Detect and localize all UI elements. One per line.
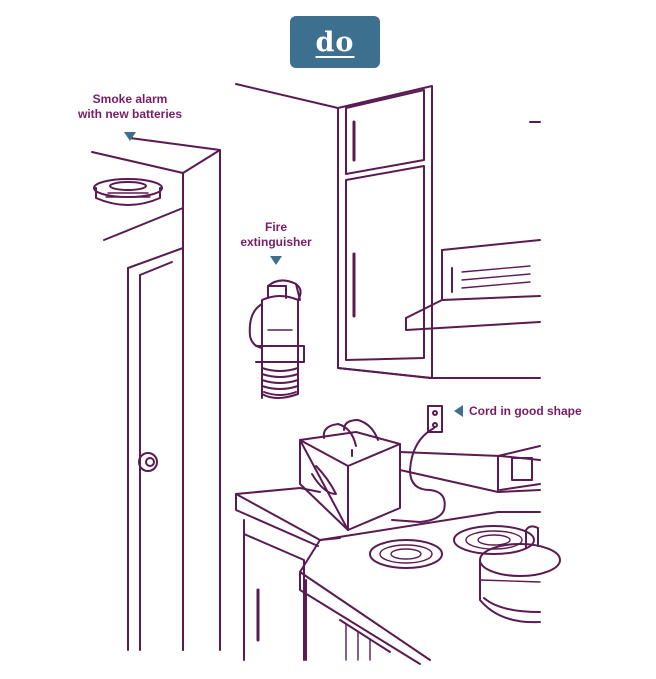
room-lines <box>235 83 541 123</box>
smoke-alarm-arrow-icon <box>124 132 136 141</box>
cord-arrow-icon <box>454 405 463 417</box>
fire-extinguisher-icon <box>248 279 305 399</box>
fire-extinguisher-arrow-icon <box>270 256 282 265</box>
fire-extinguisher-label-line1: Fire <box>264 220 287 234</box>
do-badge-text: do <box>315 26 355 58</box>
lower-cabinet <box>243 519 305 661</box>
cord-label: Cord in good shape <box>469 404 582 418</box>
fire-extinguisher-label: Fire extinguisher <box>228 220 324 250</box>
door-knob <box>138 452 158 472</box>
pot-icon <box>479 525 561 624</box>
smoke-alarm-label: Smoke alarm with new batteries <box>60 92 200 122</box>
toaster-icon <box>299 419 401 531</box>
countertop <box>235 451 541 547</box>
door-wall <box>91 137 221 651</box>
smoke-alarm-label-line1: Smoke alarm <box>92 92 168 106</box>
do-badge: do <box>290 16 380 68</box>
range-hood <box>405 239 541 331</box>
smoke-alarm-label-line2: with new batteries <box>77 107 183 121</box>
stove-burner <box>369 525 535 569</box>
stove-icon <box>299 445 541 665</box>
fire-extinguisher-label-line2: extinguisher <box>240 235 312 249</box>
outlet-icon <box>427 405 443 433</box>
toaster-cord <box>391 427 446 523</box>
upper-cabinet <box>337 85 541 379</box>
smoke-alarm-icon <box>93 178 163 206</box>
